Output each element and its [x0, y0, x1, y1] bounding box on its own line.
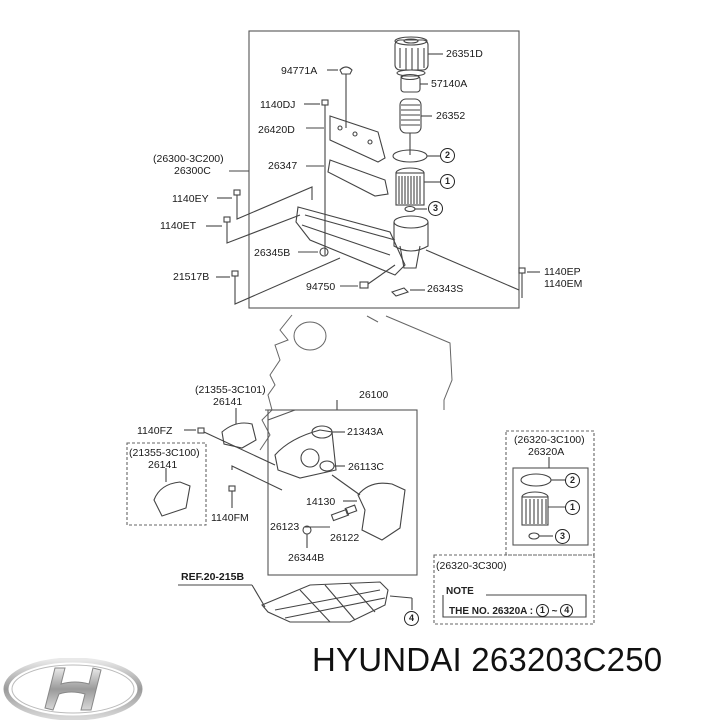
part-label-1140FZ: 1140FZ: [137, 425, 173, 437]
note-callout-from: 1: [535, 604, 549, 617]
filter-cap-drawing: [394, 36, 443, 77]
part-label-26300C: 26300C: [174, 165, 211, 177]
upper-group-frame: [248, 30, 520, 309]
part-label-26113C: 26113C: [348, 461, 385, 473]
filter-kit-callout-2: 2: [565, 473, 580, 488]
note-text: THE NO. 26320A : 1 ~ 4: [449, 604, 574, 618]
parent-ref-26300-3C200: (26300-3C200): [153, 153, 224, 165]
part-label-21517B: 21517B: [173, 271, 210, 283]
cover-ref-21355-3C100: (21355-3C100): [129, 447, 200, 459]
part-label-26347: 26347: [268, 160, 298, 172]
filter-kit-label: 26320A: [528, 446, 565, 458]
part-label-26420D: 26420D: [258, 124, 295, 136]
oil-pan-ref: REF.20-215B: [181, 571, 245, 583]
part-label-1140EM: 1140EM: [544, 278, 583, 290]
footer-brand: HYUNDAI: [312, 641, 462, 678]
part-label-26122: 26122: [330, 532, 360, 544]
part-label-26123: 26123: [270, 521, 300, 533]
part-label-57140A: 57140A: [431, 78, 468, 90]
part-label-94750: 94750: [306, 281, 336, 293]
note-dash: ~: [551, 606, 558, 617]
part-label-1140DJ: 1140DJ: [260, 99, 296, 111]
part-label-26141-a: 26141: [213, 396, 243, 408]
filter-kit-callout-1: 1: [565, 500, 580, 515]
oil-pan-callout-4: 4: [404, 611, 419, 626]
part-label-26352: 26352: [436, 110, 466, 122]
part-label-1140FM: 1140FM: [211, 512, 249, 524]
part-label-26141-b: 26141: [148, 459, 178, 471]
note-title: NOTE: [446, 586, 474, 597]
filter-kit-ref: (26320-3C100): [514, 434, 585, 446]
part-label-1140EY: 1140EY: [172, 193, 209, 205]
note-prefix: THE NO. 26320A :: [449, 606, 534, 617]
part-label-26345B: 26345B: [254, 247, 291, 259]
part-label-26100: 26100: [359, 389, 389, 401]
filter-kit-callout-3: 3: [555, 529, 570, 544]
filter-kit-alt-ref: (26320-3C300): [436, 560, 507, 572]
hyundai-logo-icon: [3, 658, 143, 720]
part-label-21343A: 21343A: [347, 426, 384, 438]
part-label-26351D: 26351D: [446, 48, 483, 60]
callout-2: 2: [440, 148, 455, 163]
cover-ref-21355-3C101: (21355-3C101): [195, 384, 266, 396]
part-label-94771A: 94771A: [281, 65, 318, 77]
note-callout-to: 4: [560, 604, 574, 617]
footer-part-text: HYUNDAI 263203C250: [312, 641, 662, 679]
part-label-26344B: 26344B: [288, 552, 325, 564]
part-label-14130: 14130: [306, 496, 336, 508]
callout-1: 1: [440, 174, 455, 189]
footer-part-number: 263203C250: [471, 641, 663, 678]
part-label-26343S: 26343S: [427, 283, 464, 295]
part-label-1140EP: 1140EP: [544, 266, 581, 278]
part-label-1140ET: 1140ET: [160, 220, 196, 232]
callout-3: 3: [428, 201, 443, 216]
